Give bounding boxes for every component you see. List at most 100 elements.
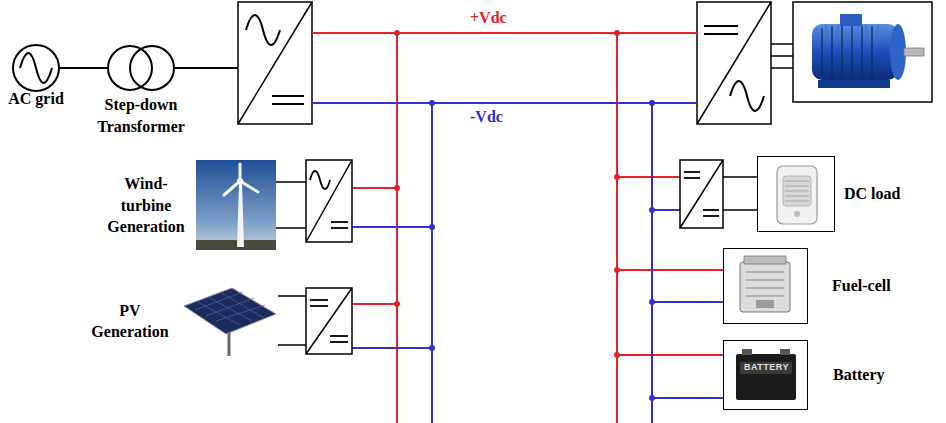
heater-illustration bbox=[777, 166, 817, 224]
positive-bus bbox=[352, 187, 397, 189]
wind-turbine-illustration bbox=[237, 182, 244, 247]
connector bbox=[60, 68, 108, 69]
bus-label: +Vdc bbox=[470, 8, 507, 27]
fuel-cell-illustration bbox=[746, 296, 784, 297]
heater-illustration bbox=[777, 166, 817, 224]
pv-panel-illustration bbox=[184, 288, 276, 334]
battery-illustration bbox=[736, 354, 796, 400]
positive-bus bbox=[617, 354, 723, 356]
wire bbox=[276, 182, 306, 228]
wind-turbine-illustration bbox=[224, 181, 240, 195]
motor-illustration bbox=[841, 26, 842, 78]
motor-illustration bbox=[890, 24, 906, 80]
converter-symbol bbox=[238, 2, 312, 124]
converter-symbol bbox=[310, 305, 328, 307]
motor-illustration bbox=[821, 28, 822, 76]
converter-symbol bbox=[330, 335, 348, 337]
positive-bus bbox=[352, 303, 397, 305]
converter-symbol bbox=[703, 209, 719, 211]
wire bbox=[174, 67, 238, 69]
junction-dots bbox=[614, 352, 620, 358]
transformer-symbol bbox=[130, 46, 174, 90]
transformer: Step-down Transformer bbox=[108, 46, 174, 90]
node-label: AC grid bbox=[1, 88, 71, 110]
pv-panel-illustration bbox=[216, 305, 265, 321]
junction-dots bbox=[394, 30, 400, 36]
converter-symbol bbox=[306, 288, 352, 354]
converter-symbol bbox=[306, 288, 352, 354]
motor-illustration bbox=[822, 26, 872, 78]
wind-turbine-illustration bbox=[196, 240, 276, 250]
negative-bus bbox=[352, 226, 432, 228]
node-label: Fuel-cell bbox=[832, 275, 891, 297]
motor-illustration bbox=[871, 26, 872, 78]
negative-bus bbox=[312, 102, 697, 104]
pv-panel-illustration bbox=[184, 288, 276, 356]
connector-line bbox=[60, 67, 108, 69]
motor-illustration bbox=[861, 26, 862, 78]
pv-panel-illustration bbox=[195, 292, 265, 325]
motor-wires bbox=[771, 44, 793, 68]
wind-turbine-illustration bbox=[196, 160, 276, 250]
junction-dots bbox=[614, 30, 620, 36]
converter-symbol bbox=[310, 299, 328, 301]
converter-symbol bbox=[306, 160, 352, 242]
battery-box: Battery bbox=[723, 340, 808, 410]
fuel-cell-illustration bbox=[746, 272, 784, 296]
converter-symbol bbox=[331, 221, 348, 223]
converter-symbol bbox=[684, 171, 700, 173]
motor-illustration bbox=[851, 26, 852, 78]
motor-wires bbox=[771, 43, 793, 45]
heater-illustration bbox=[785, 201, 809, 202]
wire bbox=[723, 176, 757, 178]
motor-illustration bbox=[793, 2, 932, 102]
junction-dots bbox=[394, 30, 620, 358]
heater-illustration bbox=[794, 211, 800, 217]
converter-symbol bbox=[680, 160, 723, 228]
positive-bus bbox=[617, 269, 723, 271]
converter-symbol bbox=[330, 341, 348, 343]
junction-dots bbox=[394, 30, 655, 401]
motor-illustration bbox=[840, 14, 862, 26]
inverter-symbol bbox=[697, 2, 771, 124]
pv-generator: PV Generation bbox=[180, 285, 278, 358]
wire bbox=[278, 344, 306, 346]
positive-bus bbox=[616, 33, 618, 423]
junction-dots bbox=[649, 100, 655, 106]
node-label: Wind-turbine Generation bbox=[102, 173, 190, 238]
heater-illustration bbox=[785, 196, 809, 197]
heater-illustration bbox=[785, 181, 809, 182]
motor-illustration bbox=[904, 48, 924, 56]
junction-dots bbox=[649, 207, 655, 213]
converter-symbol bbox=[331, 227, 348, 229]
converter-symbol bbox=[246, 15, 280, 45]
inverter-symbol bbox=[704, 25, 738, 27]
battery-illustration bbox=[742, 349, 752, 355]
converter-symbol bbox=[272, 95, 304, 97]
junction-dots bbox=[429, 100, 655, 401]
junction-dots bbox=[429, 224, 435, 230]
converter-symbol bbox=[680, 160, 723, 228]
pv-panel-illustration bbox=[195, 292, 243, 310]
wind-generator: Wind-turbine Generation bbox=[196, 160, 276, 250]
junction-dots bbox=[394, 301, 400, 307]
battery-marking: BATTERY bbox=[744, 362, 789, 373]
junction-dots bbox=[394, 185, 400, 191]
wind-turbine-illustration bbox=[196, 160, 276, 250]
battery-illustration bbox=[736, 349, 796, 400]
converter-symbol bbox=[306, 160, 352, 242]
motor-illustration bbox=[818, 80, 890, 88]
wire bbox=[276, 181, 306, 183]
heater-illustration bbox=[783, 176, 811, 206]
fuel-cell-illustration bbox=[744, 256, 786, 264]
pv-panel-illustration bbox=[220, 292, 264, 318]
pv-panel-illustration bbox=[208, 297, 252, 321]
converter-symbol bbox=[684, 177, 700, 179]
inverter-symbol bbox=[697, 2, 771, 124]
motor-illustration bbox=[793, 2, 932, 102]
junction-dots bbox=[614, 267, 620, 273]
bus-label: -Vdc bbox=[470, 107, 503, 126]
negative-bus bbox=[652, 301, 723, 303]
fuel-cell-illustration bbox=[756, 300, 774, 308]
negative-bus bbox=[652, 397, 723, 399]
